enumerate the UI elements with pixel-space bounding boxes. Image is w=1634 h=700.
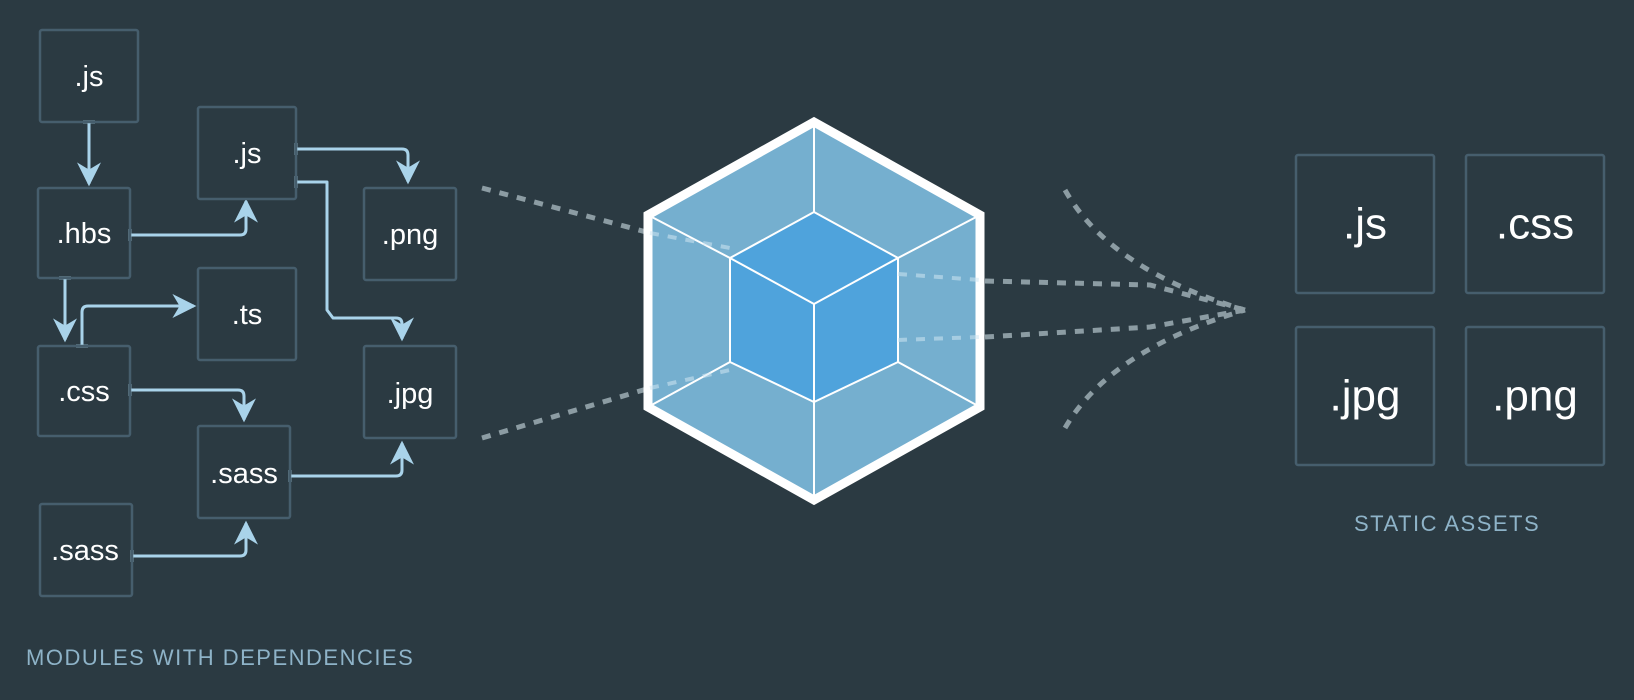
- module-label-ts: .ts: [232, 299, 263, 331]
- dotted-line-upper: [481, 185, 651, 236]
- module-label-js-1: .js: [75, 61, 104, 93]
- input-dotted-lines: [481, 185, 651, 441]
- asset-label-css: .css: [1496, 200, 1574, 249]
- asset-label-png: .png: [1492, 372, 1578, 421]
- arrow-hbs-to-js: [130, 198, 258, 237]
- module-box-hbs: [36, 186, 132, 280]
- dotted-line-out-1: [984, 278, 1246, 313]
- asset-box-css: [1464, 153, 1606, 295]
- assets-caption: STATIC ASSETS: [1354, 511, 1541, 536]
- module-label-sass-2: .sass: [210, 458, 278, 490]
- arrow-js-to-jpg: [296, 180, 414, 342]
- module-label-css: .css: [58, 376, 110, 408]
- module-label-js-2: .js: [233, 138, 262, 170]
- asset-box-js: [1294, 153, 1436, 295]
- arrow-css-to-ts: [80, 294, 197, 346]
- arrow-css-to-sass: [130, 388, 256, 423]
- dotted-curve-bottom: [1062, 307, 1246, 430]
- webpack-cube: [643, 116, 985, 506]
- module-box-png: [362, 186, 458, 282]
- module-label-jpg: .jpg: [387, 378, 434, 410]
- module-box-ts: [196, 266, 298, 362]
- module-box-sass-2: [196, 424, 292, 520]
- module-label-png: .png: [382, 219, 438, 251]
- module-boxes: [36, 28, 458, 598]
- asset-label-js: .js: [1343, 200, 1387, 249]
- dependency-arrows: [53, 120, 420, 562]
- asset-label-jpg: .jpg: [1330, 372, 1401, 421]
- dotted-line-lower: [481, 385, 651, 441]
- modules-caption: MODULES WITH DEPENDENCIES: [26, 645, 415, 670]
- arrow-sass-to-jpg: [290, 440, 414, 478]
- dotted-curve-top: [1062, 188, 1246, 313]
- module-label-hbs: .hbs: [57, 218, 112, 250]
- arrow-sass-to-sass: [132, 520, 258, 558]
- dotted-line-out-2: [984, 307, 1246, 340]
- module-box-jpg: [362, 344, 458, 440]
- output-dotted-lines: [984, 188, 1246, 430]
- module-box-sass-1: [38, 502, 134, 598]
- asset-box-png: [1464, 325, 1606, 467]
- module-box-js-2: [196, 105, 298, 201]
- arrow-js-to-png: [296, 147, 420, 185]
- module-box-css: [36, 344, 132, 438]
- asset-boxes: [1294, 153, 1606, 467]
- asset-box-jpg: [1294, 325, 1436, 467]
- module-box-js-1: [38, 28, 140, 124]
- module-label-sass-1: .sass: [51, 535, 119, 567]
